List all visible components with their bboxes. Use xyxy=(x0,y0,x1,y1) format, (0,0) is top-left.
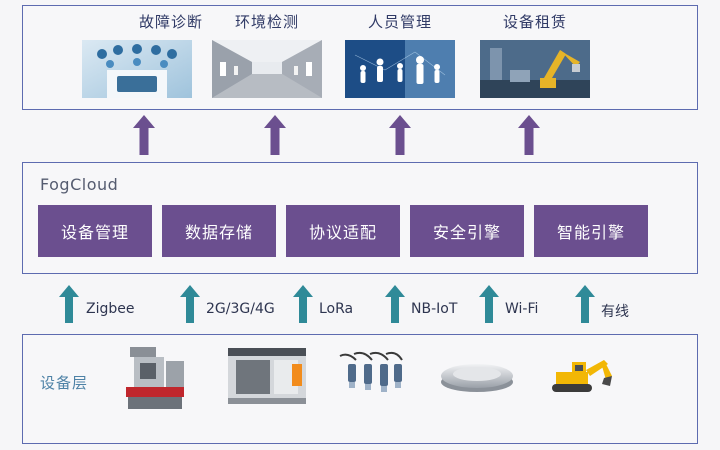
robot-arm-image xyxy=(480,40,590,98)
app-title-fault-diagnosis: 故障诊断 xyxy=(138,13,203,31)
up-arrow-icon xyxy=(479,285,499,323)
app-title-personnel-management: 人员管理 xyxy=(367,13,432,31)
protocol-cellular: 2G/3G/4G xyxy=(206,301,275,317)
protocol-lora: LoRa xyxy=(319,301,354,317)
up-arrow-icon xyxy=(575,285,595,323)
module-security-engine: 安全引擎 xyxy=(410,205,524,257)
protocol-zigbee: Zigbee xyxy=(86,301,135,317)
app-title-equipment-leasing: 设备租赁 xyxy=(502,13,567,31)
module-data-storage: 数据存储 xyxy=(162,205,276,257)
up-arrow-icon xyxy=(180,285,200,323)
cnc-machine-image xyxy=(228,348,306,404)
button-sensor-image xyxy=(441,364,513,392)
doctor-tablet-image xyxy=(82,40,192,98)
machining-center-image xyxy=(126,347,184,409)
protocol-wifi: Wi-Fi xyxy=(505,301,539,317)
sensors-image xyxy=(339,351,403,392)
up-arrow-icon xyxy=(264,115,286,155)
app-title-environment-monitoring: 环境检测 xyxy=(234,13,299,31)
up-arrow-icon xyxy=(385,285,405,323)
up-arrow-icon xyxy=(293,285,313,323)
up-arrow-icon xyxy=(59,285,79,323)
module-intelligent-engine: 智能引擎 xyxy=(534,205,648,257)
cleanroom-image xyxy=(212,40,322,98)
protocol-wired: 有线 xyxy=(601,304,629,320)
protocol-nb-iot: NB-IoT xyxy=(411,301,458,317)
module-device-management: 设备管理 xyxy=(38,205,152,257)
up-arrow-icon xyxy=(389,115,411,155)
up-arrow-icon xyxy=(133,115,155,155)
up-arrow-icon xyxy=(518,115,540,155)
device-layer-label: 设备层 xyxy=(40,374,89,392)
excavator-image xyxy=(552,360,612,392)
module-protocol-adaptation: 协议适配 xyxy=(286,205,400,257)
platform-name: FogCloud xyxy=(40,175,119,194)
people-network-image xyxy=(345,40,455,98)
